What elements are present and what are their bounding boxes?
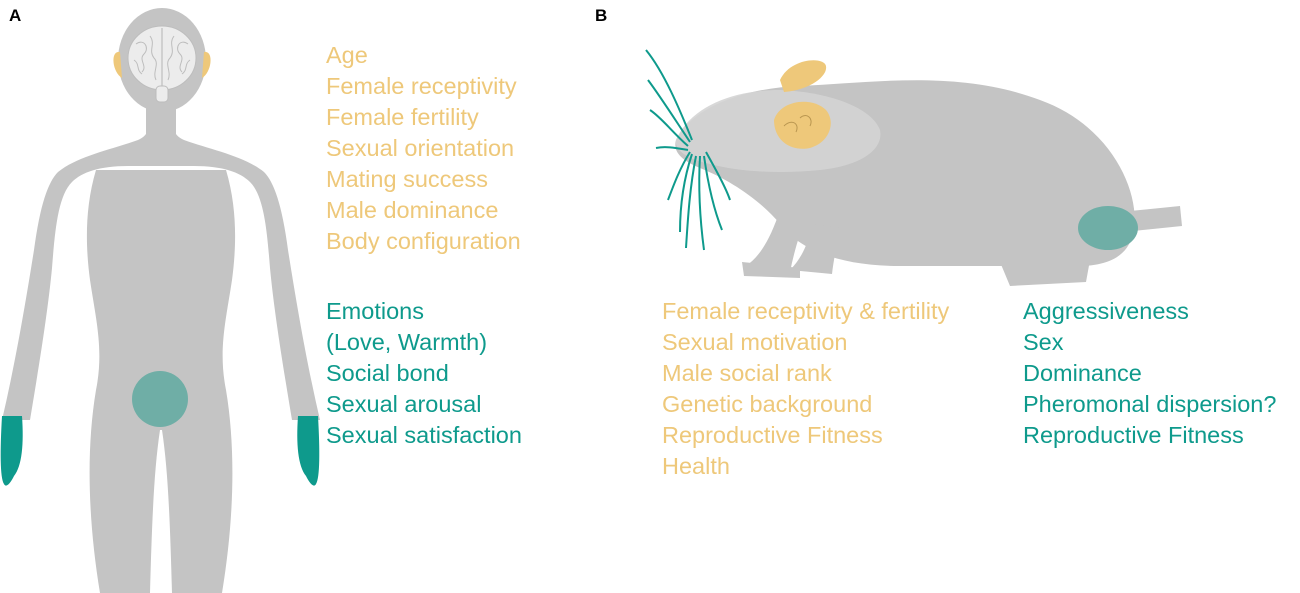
list-item: Female receptivity & fertility <box>662 298 950 324</box>
list-item: Female receptivity <box>326 73 517 99</box>
human-body <box>2 108 320 420</box>
list-item: (Love, Warmth) <box>326 329 488 355</box>
list-item: Sexual arousal <box>326 391 482 417</box>
list-item: Aggressiveness <box>1023 298 1189 324</box>
list-item: Sexual orientation <box>326 135 515 161</box>
list-item: Body configuration <box>326 228 521 254</box>
list-item: Emotions <box>326 298 424 324</box>
human-gold-list: Age Female receptivity Female fertility … <box>326 40 521 257</box>
list-item: Mating success <box>326 166 488 192</box>
mouse-front-leg-right <box>790 224 842 274</box>
panel-label-a: A <box>9 6 22 25</box>
panel-label-b: B <box>595 6 608 25</box>
list-item: Sexual satisfaction <box>326 422 522 448</box>
mouse-teal-list: Aggressiveness Sex Dominance Pheromonal … <box>1023 296 1276 451</box>
list-item: Pheromonal dispersion? <box>1023 391 1277 417</box>
human-ear-left-icon <box>113 51 122 78</box>
list-item: Social bond <box>326 360 449 386</box>
list-item: Reproductive Fitness <box>1023 422 1244 448</box>
list-item: Dominance <box>1023 360 1142 386</box>
mouse-gold-list: Female receptivity & fertility Sexual mo… <box>662 296 949 482</box>
mouse-whiskers-icon <box>645 49 731 251</box>
list-item: Age <box>326 42 368 68</box>
human-brain-icon <box>127 25 197 103</box>
list-item: Genetic background <box>662 391 873 417</box>
mouse-vomeronasal-organ-icon <box>774 101 831 149</box>
human-neck <box>146 100 176 140</box>
mouse-paw-hind <box>1000 260 1090 286</box>
mouse-ear-icon <box>780 60 827 92</box>
human-teal-list: Emotions (Love, Warmth) Social bond Sexu… <box>326 296 522 451</box>
list-item: Health <box>662 453 730 479</box>
mouse-anogenital-gland-icon <box>1078 206 1138 250</box>
human-genital-region-icon <box>132 371 188 427</box>
list-item: Sex <box>1023 329 1064 355</box>
list-item: Male dominance <box>326 197 499 223</box>
human-hand-left-icon <box>0 416 23 486</box>
list-item: Female fertility <box>326 104 479 130</box>
list-item: Male social rank <box>662 360 832 386</box>
human-ear-right-icon <box>202 51 211 78</box>
mouse-front-leg-left <box>746 210 806 272</box>
mouse-paw-front <box>742 262 800 278</box>
list-item: Sexual motivation <box>662 329 848 355</box>
human-hand-right-icon <box>297 416 320 486</box>
list-item: Reproductive Fitness <box>662 422 883 448</box>
